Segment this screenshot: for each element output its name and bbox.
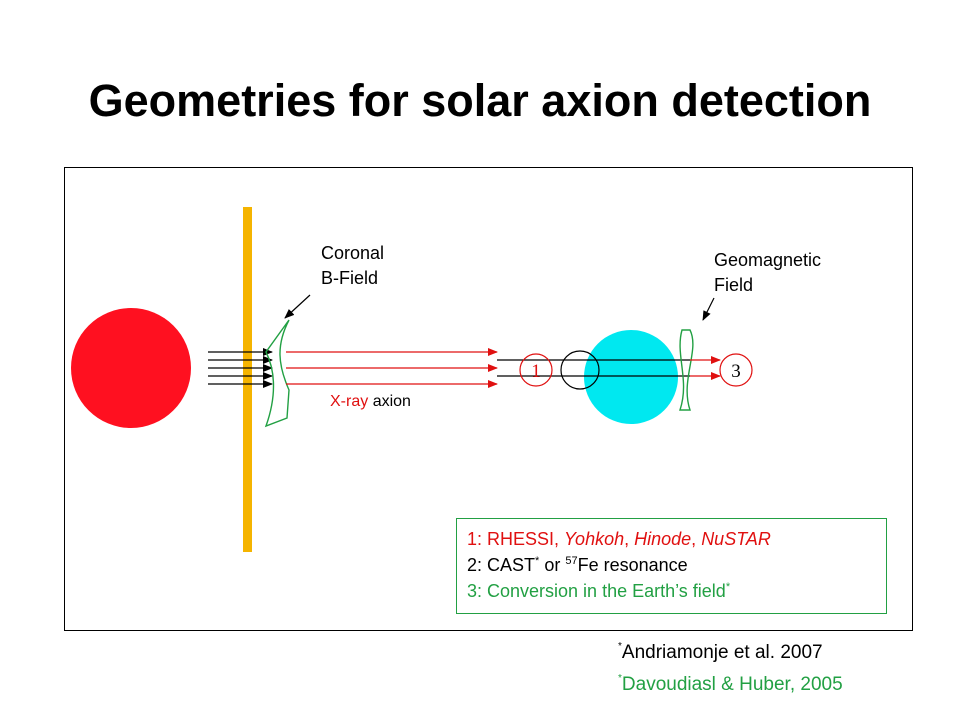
reference-1-text: Andriamonje et al. 2007 xyxy=(621,642,823,663)
legend-row-1: 1: RHESSI, Yohkoh, Hinode, NuSTAR xyxy=(467,526,886,552)
diagram-frame xyxy=(64,167,913,631)
coronal-field-label: Coronal B-Field xyxy=(321,241,384,291)
xray-lines xyxy=(286,348,498,388)
legend-row-2-suffix: Fe resonance xyxy=(577,555,688,575)
legend-rhessi: RHESSI, xyxy=(487,529,565,549)
position-3-label: 3 xyxy=(731,361,741,382)
barrier-bar xyxy=(243,207,252,552)
axion-word: axion xyxy=(372,393,411,410)
label-line: Geomagnetic xyxy=(714,250,822,270)
slide-title: Geometries for solar axion detection xyxy=(88,75,872,126)
axion-flux-lines xyxy=(208,348,273,388)
legend-row-2-isotope: 57 xyxy=(565,555,578,567)
xray-axion-label: X-ray axion xyxy=(330,392,411,412)
legend-nustar: NuSTAR xyxy=(701,529,771,549)
legend-row-3-star: * xyxy=(725,581,731,593)
legend-row-2-star: * xyxy=(535,555,540,567)
legend-row-2: 2: CAST* or 57Fe resonance xyxy=(467,552,886,578)
sun-disk xyxy=(71,308,191,428)
label-line: B-Field xyxy=(321,268,379,288)
legend-yohkoh: Yohkoh xyxy=(564,529,625,549)
legend-hinode: Hinode xyxy=(634,529,692,549)
label-line: Coronal xyxy=(321,243,385,263)
coronal-pointer-arrow xyxy=(284,294,311,319)
reference-2-star: * xyxy=(618,673,622,684)
axion-through-lines xyxy=(497,359,690,377)
geomagnetic-field-region xyxy=(679,329,694,411)
position-3-circle xyxy=(719,353,753,387)
legend-box: 1: RHESSI, Yohkoh, Hinode, NuSTAR 2: CAS… xyxy=(456,518,887,614)
geomagnetic-pointer-arrow xyxy=(702,297,715,321)
position-1-circle xyxy=(519,353,553,387)
legend-row-2-prefix: 2: CAST xyxy=(467,555,536,575)
xray-word: X-ray xyxy=(330,393,369,410)
position-2-circle xyxy=(560,350,600,390)
position-1-label: 1 xyxy=(531,361,541,382)
earth-disk xyxy=(584,330,678,424)
geomagnetic-field-label: Geomagnetic Field xyxy=(714,248,821,298)
reference-1-star: * xyxy=(618,641,622,652)
coronal-field-region xyxy=(264,319,290,428)
legend-row-1-prefix: 1: xyxy=(467,529,488,549)
legend-row-3-text: 3: Conversion in the Earth’s field xyxy=(467,581,726,601)
label-line: Field xyxy=(714,275,754,295)
reference-2: *Davoudiasl & Huber, 2005 xyxy=(618,674,843,696)
reference-1: *Andriamonje et al. 2007 xyxy=(618,642,823,664)
legend-row-2-middle: or xyxy=(539,555,566,575)
converted-xray-arrows xyxy=(690,356,721,380)
legend-sep: , xyxy=(691,529,702,549)
legend-sep: , xyxy=(624,529,635,549)
legend-row-3: 3: Conversion in the Earth’s field* xyxy=(467,578,886,604)
reference-2-text: Davoudiasl & Huber, 2005 xyxy=(621,674,843,695)
